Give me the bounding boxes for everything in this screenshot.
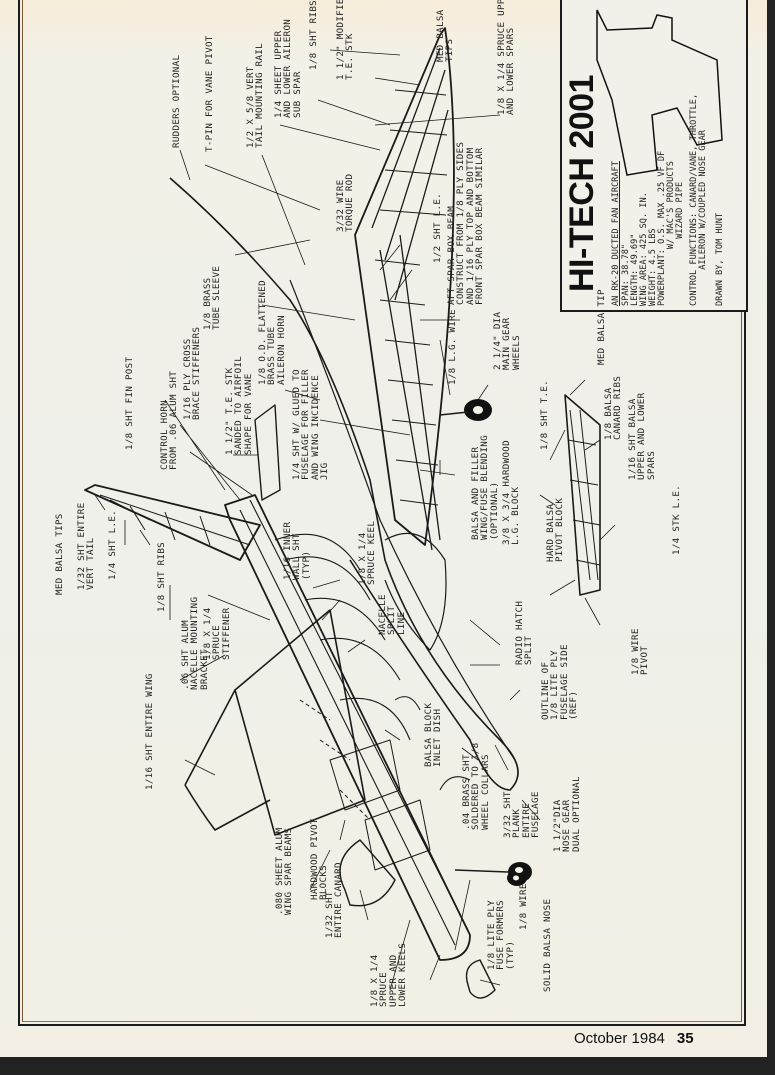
nose-gear-wheels [454, 862, 532, 886]
label-balsa-filler: BALSA AND FILLER WING/FUSE BLENDING (OPT… [470, 435, 500, 540]
nose-cone [465, 959, 496, 999]
label-nacelle-bracket: .06 SHT ALUM NACELLE MOUNTING BRACKET [180, 596, 210, 690]
label-wire-pivot: 1/8 WIRE PIVOT [630, 628, 651, 675]
label-modified-te: 1 1/2" MODIFIED T.E. STK [335, 0, 356, 80]
wing-fuselage-blend [169, 177, 519, 791]
label-med-balsa-tip: MED BALSA TIP [596, 289, 607, 365]
spec-drawn-by: DRAWN BY, TOM HUNT [715, 212, 725, 306]
label-rudders-optional: RUDDERS OPTIONAL [171, 54, 182, 148]
label-spar-beams: .080 SHEET ALUM WING SPAR BEAMS [274, 827, 295, 915]
label-med-balsa-tips-left: MED BALSA TIPS [54, 513, 65, 595]
label-vert-tail-rail: 1/2 X 5/8 VERT TAIL MOUNTING RAIL [245, 43, 266, 148]
issue-date: October 1984 [574, 1030, 665, 1047]
page-footer: October 1984 35 [574, 1030, 694, 1047]
label-ply-cross: 1/16 PLY CROSS BRACE STIFFENERS [182, 326, 203, 420]
label-hardwood-block: 3/8 X 3/4 HARDWOOD L.G. BLOCK [501, 440, 522, 545]
label-control-horn: CONTROL HORN FROM .06 ALUM SHT [159, 370, 180, 470]
label-torque-rod: 3/32 WIRE TORQUE ROD [335, 173, 356, 232]
spec-control-functions-2: AILERON W/COUPLED NOSE GEAR [698, 130, 708, 306]
spec-powerplant-3: WIZARD PIPE [675, 181, 685, 306]
label-nacelle-split: NACELLE SPLIT LINE [377, 594, 407, 635]
label-canard-spars: 1/16 SHT BALSA UPPER AND LOWER SPARS [627, 392, 657, 480]
label-flattened-tube: 1/8 O.D. FLATTENED BRASS TUBE AILERON HO… [257, 280, 287, 385]
label-sht-te: 1/8 SHT T.E. [539, 380, 550, 450]
label-spruce-keel: 1/8 X 1/4 SPRUCE KEEL [357, 520, 378, 585]
page-border-inner [22, 0, 742, 1022]
label-t-pin: T-PIN FOR VANE PIVOT [204, 35, 215, 152]
label-sht-ribs-top: 1/8 SHT RIBS [308, 0, 319, 70]
aircraft-plan-drawing [84, 27, 616, 999]
label-fuse-formers: 1/8 LITE PLY FUSE FORMERS (TYP) [486, 900, 516, 970]
label-inlet-dish: BALSA BLOCK INLET DISH [423, 702, 444, 767]
page-border-outer [18, 0, 746, 1026]
leader-lines [94, 49, 616, 991]
label-wire-nose: 1/8 WIRE [518, 883, 529, 930]
label-sht-le-quarter: 1/4 SHT L.E. [107, 510, 118, 580]
label-sheet-upper-lower: 1/4 SHEET UPPER AND LOWER AILERON SUB SP… [273, 18, 303, 118]
label-spruce-spars: 1/8 X 1/4 SPRUCE UPPER AND LOWER SPARS [496, 0, 517, 115]
page-number: 35 [676, 1030, 694, 1047]
label-vert-tail: 1/32 SHT ENTIRE VERT TAIL [76, 502, 97, 590]
label-fin-post: 1/8 SHT FIN POST [124, 356, 135, 450]
label-brass-sleeve: 1/8 BRASS TUBE SLEEVE [202, 265, 223, 330]
label-entire-wing: 1/16 SHT ENTIRE WING [144, 673, 155, 790]
label-outline-ply: OUTLINE OF 1/8 LITE PLY FUSELAGE SIDE (R… [540, 644, 580, 720]
vertical-tail [84, 484, 261, 561]
label-glued-fuselage: 1/4 SHT W/ GLUED TO FUSELAGE FOR FILLER … [291, 369, 331, 480]
label-te-stk-vane: 1 1/2" T.E. STK SANDED TO AIRFOIL SHAPE … [224, 355, 254, 455]
label-main-wheels: 2 1/4" DIA MAIN GEAR WHEELS [492, 311, 522, 370]
canard [339, 394, 601, 907]
label-hard-balsa-pivot: HARD BALSA PIVOT BLOCK [545, 497, 566, 562]
title-block [560, 0, 748, 312]
label-entire-canard: 1/32 SHT ENTIRE CANARD [324, 862, 345, 938]
label-med-balsa-tips-top: MED BALSA TIPS [435, 9, 456, 62]
main-wing [354, 27, 455, 551]
label-sht-ribs-left: 1/8 SHT RIBS [156, 542, 167, 612]
label-radio-hatch: RADIO HATCH SPLIT [514, 600, 535, 665]
magazine-page: HI-TECH 2001 AN RK-20 DUCTED FAN AIRCRAF… [0, 0, 767, 1057]
wing-panel-left [184, 609, 366, 836]
page-title: HI-TECH 2001 [563, 75, 601, 292]
vane [254, 404, 281, 501]
label-stk-le: 1/4 STK L.E. [671, 485, 682, 555]
label-brass-collars: .04 BRASS SHT SOLDERED TO 1/8 WHEEL COLL… [461, 742, 491, 830]
label-canard-ribs: 1/8 BALSA CANARD RIBS [603, 375, 624, 440]
label-upper-lower-keels: 1/8 X 1/4 SPRUCE UPPER AND LOWER KEELS [369, 942, 409, 1007]
label-lg-wire: 1/8 L.G. WIRE [447, 309, 458, 385]
main-gear-wheel [439, 399, 492, 421]
aircraft-silhouette-icon [596, 9, 723, 176]
label-nose-gear: 1 1/2"DIA NOSE GEAR DUAL OPTIONAL [552, 776, 582, 852]
label-inner-wall: 1/16 INNER WALL SHT (TYP) [282, 521, 312, 580]
fuselage [224, 494, 471, 961]
label-solid-nose: SOLID BALSA NOSE [542, 898, 553, 992]
label-sht-le-half: 1/2 SHT L.E. [432, 193, 443, 263]
label-box-beam: AFT SPAR BOX BEAM CONSTRUCT FROM 1/8 PLY… [446, 141, 486, 305]
label-plank-fuselage: 3/32 SHT PLANK ENTIRE FUSELAGE [502, 791, 542, 838]
